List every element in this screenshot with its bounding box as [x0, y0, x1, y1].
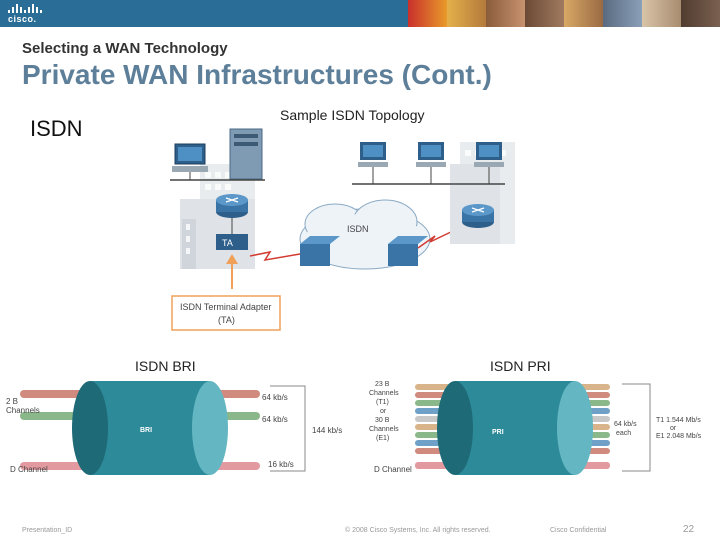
pri-rate-line2: each [616, 430, 631, 437]
bri-cable: BRI [72, 381, 228, 475]
bri-label: ISDN BRI [135, 358, 196, 374]
pri-channels-line1: 23 B [375, 381, 390, 388]
pri-cable-label: PRI [492, 429, 504, 436]
adapter-label-line1: ISDN Terminal Adapter [180, 302, 271, 312]
cloud-label: ISDN [347, 224, 369, 234]
server-icon [229, 128, 263, 180]
isdn-switch-icon [300, 236, 428, 266]
isdn-topology-diagram: TA ISDN [170, 128, 515, 331]
ta-label: TA [222, 238, 233, 248]
router-icon [216, 194, 248, 218]
pri-channels-line4: or [380, 408, 387, 415]
pri-total-line1: T1 1.544 Mb/s [656, 417, 701, 424]
adapter-callout [171, 295, 281, 331]
pri-channels-line2: Channels [369, 390, 399, 397]
bri-rate-b2: 64 kb/s [262, 415, 288, 424]
slide-subtitle: Selecting a WAN Technology [22, 40, 228, 57]
bri-rate-d: 16 kb/s [268, 460, 294, 469]
top-banner: cisco. [0, 0, 720, 27]
bri-cable-label: BRI [140, 427, 152, 434]
pri-total-line3: E1 2.048 Mb/s [656, 433, 702, 440]
bri-cable-diagram: BRI 2 B Channels D Channel 64 kb/s 64 kb… [6, 381, 342, 475]
bri-total-rate: 144 kb/s [312, 426, 342, 435]
footer-presentation-id: Presentation_ID [22, 527, 73, 534]
pri-label: ISDN PRI [490, 358, 551, 374]
pri-channels-line3: (T1) [376, 399, 389, 406]
photo-strip [408, 0, 720, 27]
workstation-icon [172, 143, 208, 172]
pri-cable-diagram: PRI 23 B Channels (T1) or 30 B Channels … [369, 381, 702, 475]
workstation-group-icon [358, 142, 504, 167]
pri-channels-line5: 30 B [375, 417, 390, 424]
pri-channels-line7: (E1) [376, 435, 389, 442]
isdn-heading: ISDN [30, 116, 83, 141]
bri-d-channel: D Channel [10, 465, 48, 474]
bri-b-channels-line2: Channels [6, 406, 40, 415]
topology-caption: Sample ISDN Topology [280, 107, 425, 123]
page-number: 22 [683, 524, 695, 535]
footer-copyright: © 2008 Cisco Systems, Inc. All rights re… [345, 527, 491, 534]
pri-channels-line6: Channels [369, 426, 399, 433]
pri-rate-line1: 64 kb/s [614, 421, 637, 428]
router-icon-right [462, 204, 494, 228]
slide-title: Private WAN Infrastructures (Cont.) [22, 59, 492, 90]
logo-text: cisco. [8, 14, 37, 24]
cisco-logo: cisco. [8, 4, 44, 24]
pri-d-channel: D Channel [374, 465, 412, 474]
pri-cable: PRI [437, 381, 593, 475]
bri-b-channels-line1: 2 B [6, 397, 18, 406]
terminal-adapter-icon: TA [216, 234, 248, 250]
pri-total-line2: or [670, 425, 677, 432]
footer-confidential: Cisco Confidential [550, 527, 607, 534]
adapter-label-line2: (TA) [218, 315, 235, 325]
bri-rate-b1: 64 kb/s [262, 393, 288, 402]
